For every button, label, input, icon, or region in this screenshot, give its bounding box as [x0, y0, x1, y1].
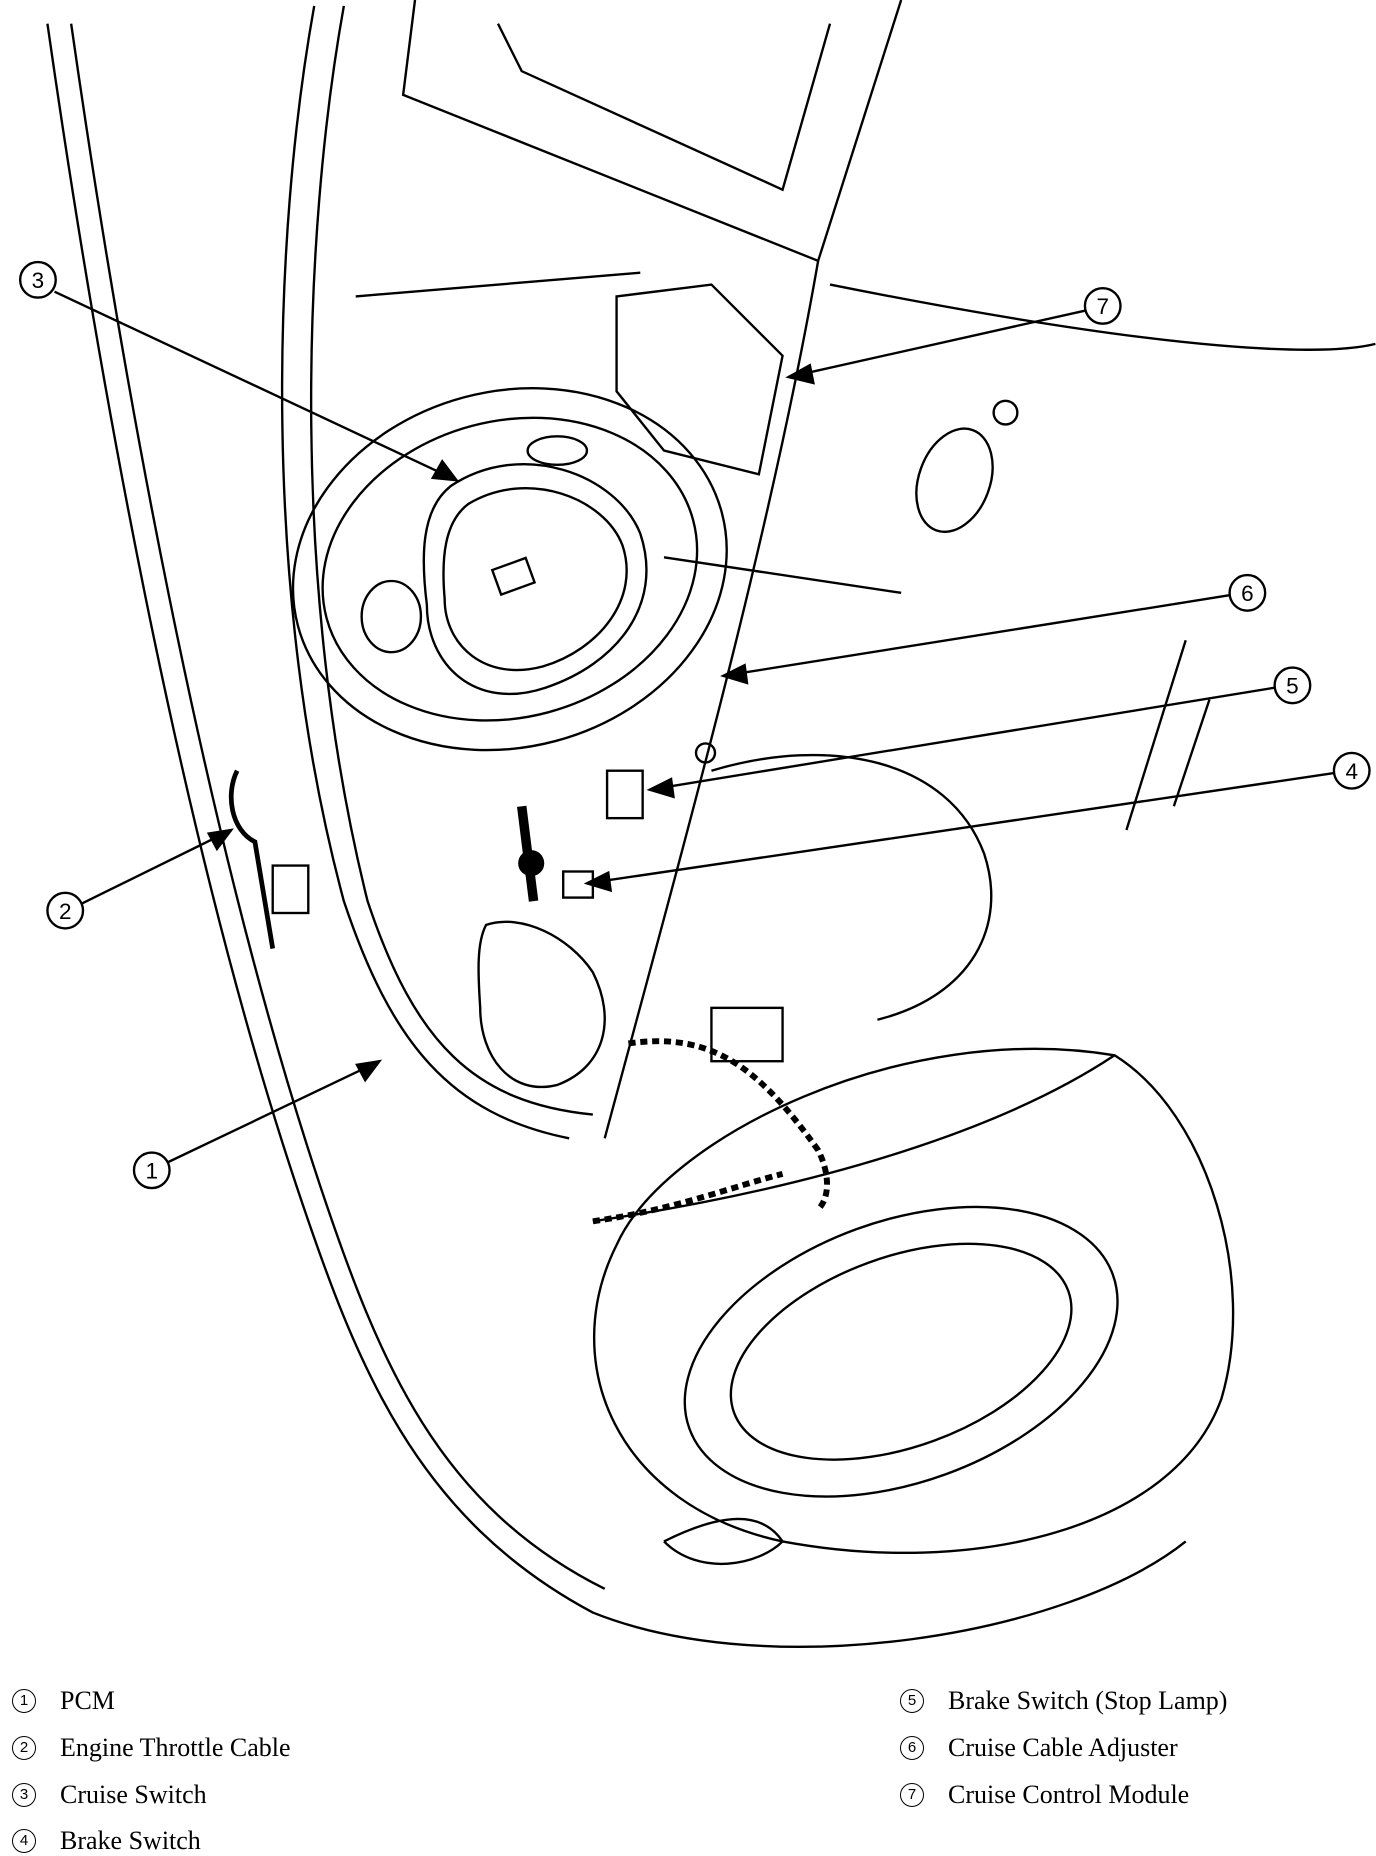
cruise-control-component-diagram: 3 7 6 5 4 2 1	[18, 0, 1376, 1648]
legend-label: PCM	[60, 1686, 115, 1715]
pedal-and-harness-lineart	[228, 283, 830, 1225]
legend-label: Brake Switch (Stop Lamp)	[948, 1686, 1228, 1715]
callout-4: 4	[583, 751, 1371, 893]
legend-item-cruise-control-module: 7 Cruise Control Module	[900, 1780, 1189, 1810]
legend-number: 1	[12, 1689, 36, 1713]
legend-item-engine-throttle-cable: 2 Engine Throttle Cable	[12, 1733, 291, 1763]
callout-6: 6	[720, 573, 1267, 685]
legend-number: 4	[12, 1829, 36, 1853]
svg-text:3: 3	[32, 268, 45, 293]
callout-1: 1	[132, 1059, 383, 1190]
legend-label: Cruise Switch	[60, 1780, 207, 1809]
svg-text:6: 6	[1241, 581, 1254, 606]
legend-label: Engine Throttle Cable	[60, 1733, 291, 1762]
legend-number: 5	[900, 1689, 924, 1713]
legend-label: Brake Switch	[60, 1826, 201, 1855]
legend-number: 3	[12, 1783, 36, 1807]
legend-item-cruise-switch: 3 Cruise Switch	[12, 1780, 207, 1810]
legend-number: 6	[900, 1736, 924, 1760]
legend-label: Cruise Cable Adjuster	[948, 1733, 1178, 1762]
legend-item-pcm: 1 PCM	[12, 1686, 115, 1716]
legend-item-cruise-cable-adjuster: 6 Cruise Cable Adjuster	[900, 1733, 1178, 1763]
legend-item-brake-switch: 4 Brake Switch	[12, 1826, 201, 1856]
legend-number: 7	[900, 1783, 924, 1807]
legend-number: 2	[12, 1736, 36, 1760]
svg-text:2: 2	[59, 899, 72, 924]
vehicle-body-lineart	[46, 0, 1376, 1648]
legend-item-brake-switch-stop-lamp: 5 Brake Switch (Stop Lamp)	[900, 1686, 1227, 1716]
legend-label: Cruise Control Module	[948, 1780, 1190, 1809]
svg-text:7: 7	[1096, 294, 1109, 319]
steering-wheel-lineart	[291, 387, 728, 752]
callout-2: 2	[46, 828, 234, 930]
callout-7: 7	[785, 286, 1122, 385]
svg-text:1: 1	[146, 1159, 159, 1184]
svg-text:4: 4	[1345, 759, 1358, 784]
callout-3: 3	[18, 260, 460, 482]
callout-5: 5	[646, 666, 1312, 799]
svg-text:5: 5	[1286, 674, 1299, 699]
